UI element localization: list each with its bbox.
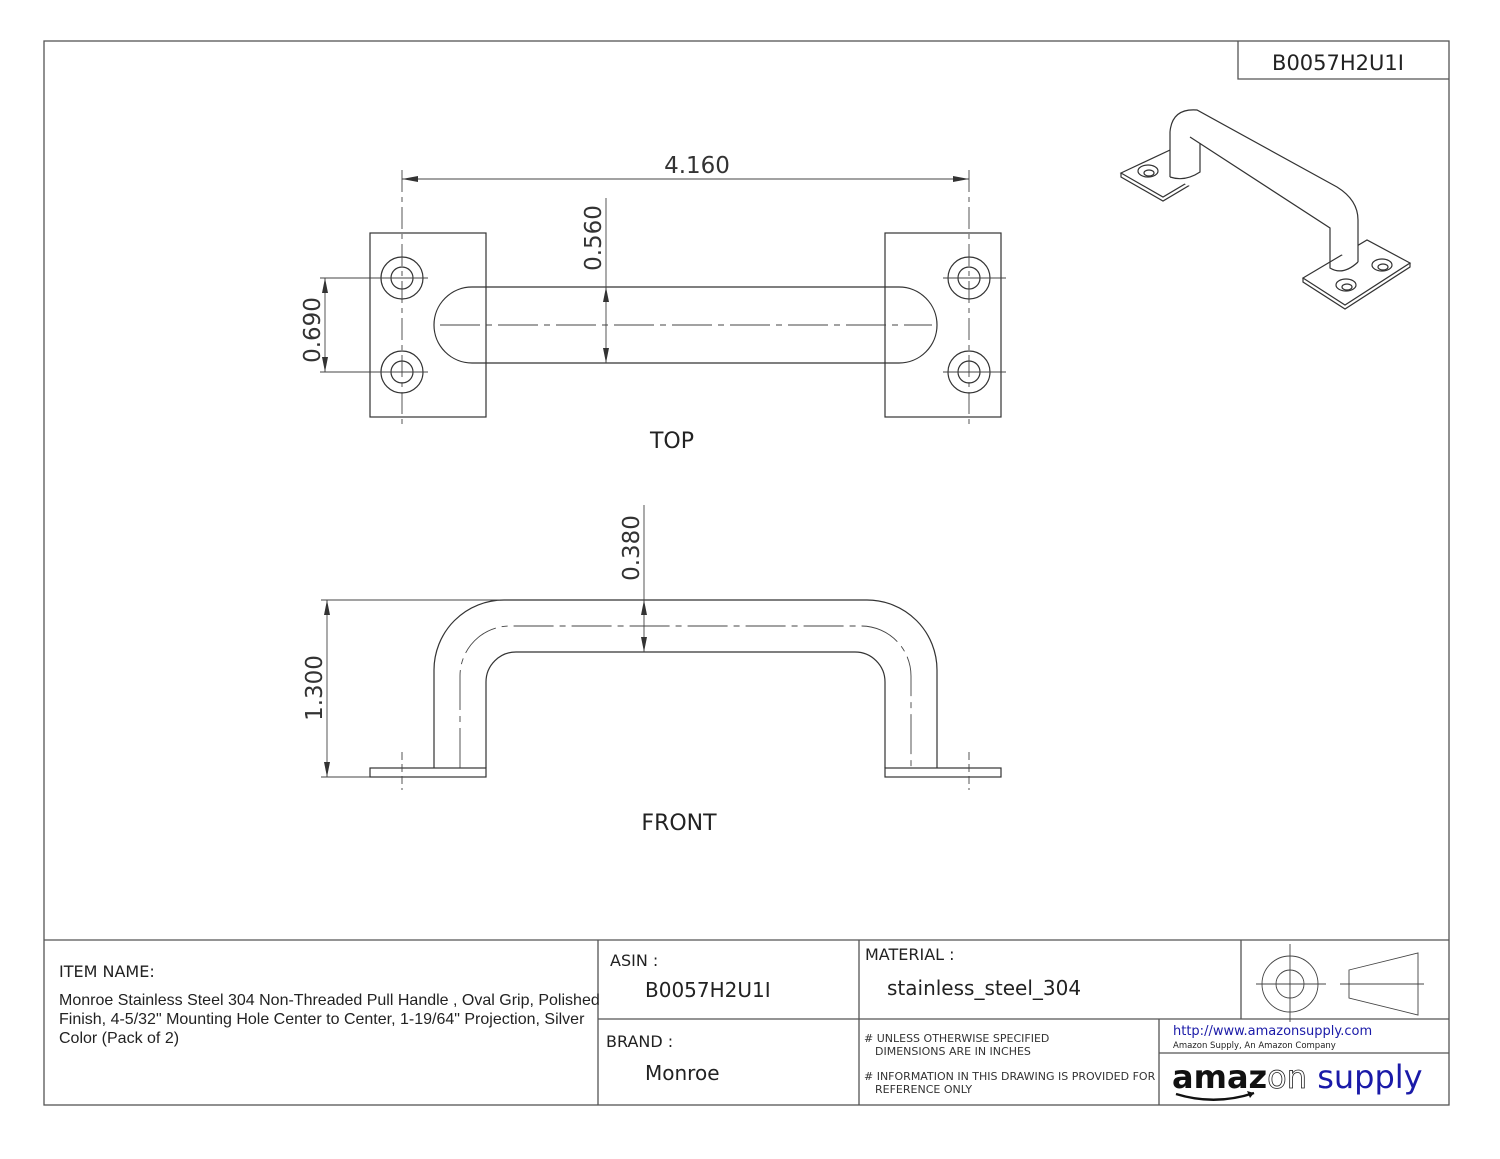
handle-outer-profile (433, 599, 938, 768)
front-view: 1.300 0.380 FRONT (302, 505, 1002, 836)
front-view-label: FRONT (641, 811, 717, 836)
third-angle-projection-icon (1256, 944, 1424, 1022)
dimension-0690: 0.690 (300, 277, 380, 373)
top-view-label: TOP (649, 429, 694, 454)
left-plate-front (369, 767, 487, 778)
top-view: 4.160 0.560 0.690 TOP (300, 153, 1006, 454)
note-units-1: # UNLESS OTHERWISE SPECIFIED (864, 1032, 1049, 1045)
right-plate-front (884, 767, 1002, 778)
dimension-label: 0.560 (581, 205, 607, 271)
item-name-line-3: Color (Pack of 2) (59, 1030, 179, 1047)
asin-label: ASIN : (610, 951, 658, 970)
dimension-label: 0.690 (300, 297, 326, 363)
note-units-2: DIMENSIONS ARE IN INCHES (875, 1045, 1031, 1058)
iso-handle (1169, 109, 1359, 262)
right-mounting-plate (884, 232, 1002, 418)
company-tagline: Amazon Supply, An Amazon Company (1173, 1041, 1336, 1051)
dimension-label: 1.300 (302, 655, 328, 721)
item-name-line-2: Finish, 4-5/32" Mounting Hole Center to … (59, 1011, 585, 1028)
amazon-smile-icon (1175, 1091, 1255, 1101)
asin-value: B0057H2U1I (645, 978, 771, 1002)
material-value: stainless_steel_304 (887, 976, 1081, 1000)
dimension-0380: 0.380 (619, 505, 647, 652)
material-label: MATERIAL : (865, 945, 955, 964)
asin-header-box: B0057H2U1I (1237, 41, 1449, 80)
oval-grip (433, 286, 938, 364)
dimension-label: 4.160 (664, 153, 730, 179)
website-link[interactable]: http://www.amazonsupply.com (1173, 1024, 1372, 1039)
item-name-line-1: Monroe Stainless Steel 304 Non-Threaded … (59, 992, 600, 1009)
brand-value: Monroe (645, 1061, 720, 1085)
brand-label: BRAND : (606, 1032, 673, 1051)
note-reference-2: REFERENCE ONLY (875, 1083, 972, 1096)
handle-inner-profile (485, 651, 886, 768)
svg-text:amazon supply: amazon supply (1172, 1058, 1423, 1096)
isometric-view (1119, 109, 1412, 310)
dimension-1300: 1.300 (302, 599, 500, 778)
amazon-supply-logo: amazon supply (1172, 1058, 1423, 1101)
asin-header-text: B0057H2U1I (1272, 51, 1404, 75)
note-reference-1: # INFORMATION IN THIS DRAWING IS PROVIDE… (864, 1070, 1156, 1083)
dimension-0560: 0.560 (581, 198, 609, 363)
dimension-label: 0.380 (619, 515, 645, 581)
dimension-4160: 4.160 (402, 153, 969, 182)
drawing-border (43, 40, 1450, 1106)
title-block: ITEM NAME: Monroe Stainless Steel 304 No… (44, 939, 1449, 1105)
mounting-holes (376, 170, 1006, 425)
item-name-label: ITEM NAME: (59, 962, 155, 981)
